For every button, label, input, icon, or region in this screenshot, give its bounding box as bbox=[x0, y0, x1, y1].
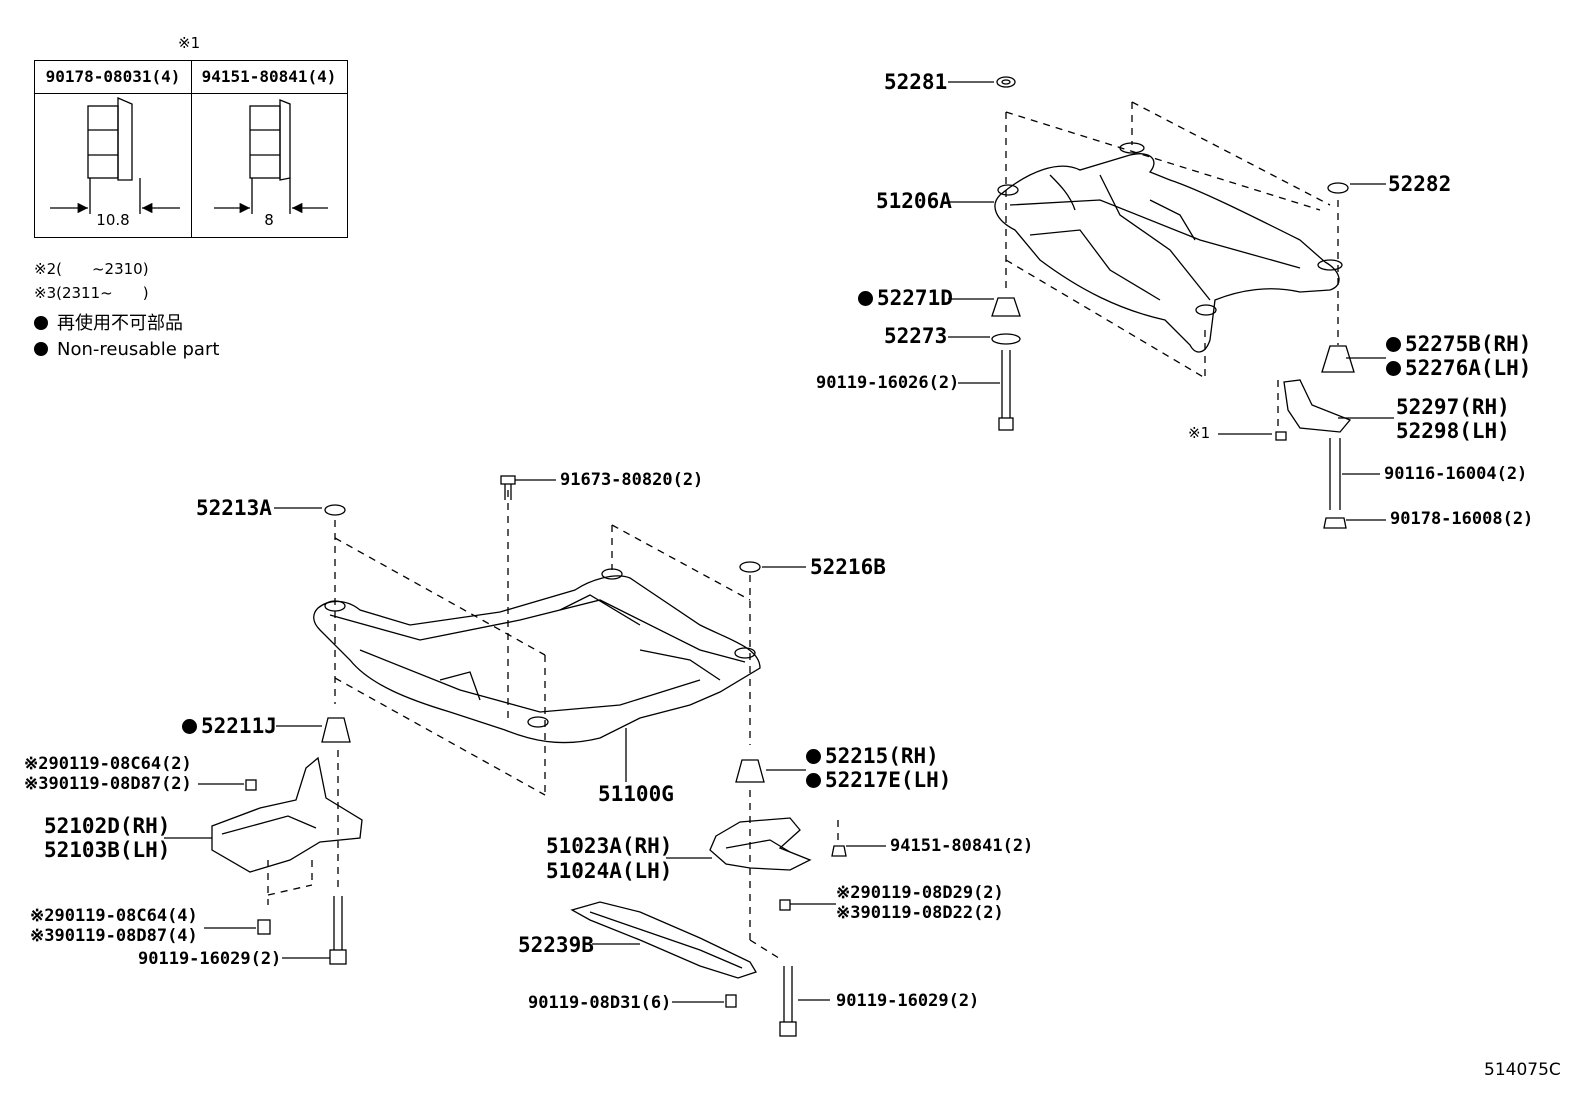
non-reusable-dot-icon bbox=[34, 316, 48, 330]
reference-part-number: 94151-80841(4) bbox=[191, 61, 347, 94]
label-90119-16029-right: 90119-16029(2) bbox=[836, 991, 980, 1011]
label-52282: 52282 bbox=[1388, 172, 1452, 196]
label-90119-08d87-2: ※390119-08D87(2) bbox=[24, 774, 192, 794]
non-reusable-dot-icon bbox=[182, 719, 197, 734]
mount-bracket-icon bbox=[709, 817, 812, 871]
non-reusable-dot-icon bbox=[806, 749, 821, 764]
non-reusable-dot-icon bbox=[1386, 361, 1401, 376]
label-90119-08d29: ※290119-08D29(2) bbox=[836, 883, 1004, 903]
label-90119-08c64-2: ※290119-08C64(2) bbox=[24, 754, 192, 774]
label-52102d: 52102D(RH) bbox=[44, 814, 171, 838]
label-52298: 52298(LH) bbox=[1396, 419, 1510, 443]
label-52239b: 52239B bbox=[518, 933, 594, 957]
label-52215: 52215(RH) bbox=[806, 746, 939, 767]
flange-nut-large-icon bbox=[87, 97, 133, 181]
label-52276a: 52276A(LH) bbox=[1386, 358, 1531, 379]
label-51024a: 51024A(LH) bbox=[546, 859, 673, 883]
label-90116-16004: 90116-16004(2) bbox=[1384, 464, 1528, 484]
legend-jp: 再使用不可部品 bbox=[34, 315, 183, 333]
note-2: ※2( ~2310) bbox=[34, 260, 149, 278]
non-reusable-dot-icon bbox=[806, 773, 821, 788]
reference-dimension: 10.8 bbox=[96, 211, 130, 229]
label-52275b: 52275B(RH) bbox=[1386, 334, 1531, 355]
label-90119-08d31: 90119-08D31(6) bbox=[528, 993, 672, 1013]
label-52213a: 52213A bbox=[196, 496, 272, 520]
rear-suspension-member-icon bbox=[994, 142, 1343, 353]
label-52271d: 52271D bbox=[858, 288, 953, 309]
legend-en: Non-reusable part bbox=[34, 341, 219, 359]
label-90119-16029-left: 90119-16029(2) bbox=[138, 949, 282, 969]
label-51100g: 51100G bbox=[598, 782, 674, 806]
label-52273: 52273 bbox=[884, 324, 948, 348]
note-3: ※3(2311~ ) bbox=[34, 284, 149, 302]
bracket-rh-icon bbox=[211, 756, 363, 873]
reference-col-1: 90178-08031(4) 10.8 bbox=[35, 61, 192, 237]
front-suspension-member-icon bbox=[313, 568, 761, 744]
label-52103b: 52103B(LH) bbox=[44, 838, 171, 862]
label-51206a: 51206A bbox=[876, 189, 952, 213]
reference-part-number: 90178-08031(4) bbox=[35, 61, 191, 94]
label-52297: 52297(RH) bbox=[1396, 395, 1510, 419]
label-90178-16008: 90178-16008(2) bbox=[1390, 509, 1534, 529]
label-94151-80841: 94151-80841(2) bbox=[890, 836, 1034, 856]
label-52217e: 52217E(LH) bbox=[806, 770, 951, 791]
reference-col-2: 94151-80841(4) 8 bbox=[191, 61, 347, 237]
label-52216b: 52216B bbox=[810, 555, 886, 579]
figure-id: 514075C bbox=[1484, 1060, 1561, 1080]
label-90119-08d22: ※390119-08D22(2) bbox=[836, 903, 1004, 923]
reference-box-mark: ※1 bbox=[178, 34, 201, 52]
reference-dimension: 8 bbox=[264, 211, 274, 229]
label-52281: 52281 bbox=[884, 70, 948, 94]
label-52211j: 52211J bbox=[182, 716, 277, 737]
label-mark-1: ※1 bbox=[1188, 424, 1211, 442]
non-reusable-dot-icon bbox=[858, 291, 873, 306]
non-reusable-dot-icon bbox=[1386, 337, 1401, 352]
non-reusable-dot-icon bbox=[34, 342, 48, 356]
label-91673-80820: 91673-80820(2) bbox=[560, 470, 704, 490]
reference-box: 90178-08031(4) 10.8 94151-80841(4) 8 bbox=[34, 60, 348, 238]
label-90119-08d87-4: ※390119-08D87(4) bbox=[30, 926, 198, 946]
label-90119-16026: 90119-16026(2) bbox=[816, 373, 960, 393]
label-51023a: 51023A(RH) bbox=[546, 834, 673, 858]
brace-icon bbox=[570, 901, 757, 979]
label-90119-08c64-4: ※290119-08C64(4) bbox=[30, 906, 198, 926]
